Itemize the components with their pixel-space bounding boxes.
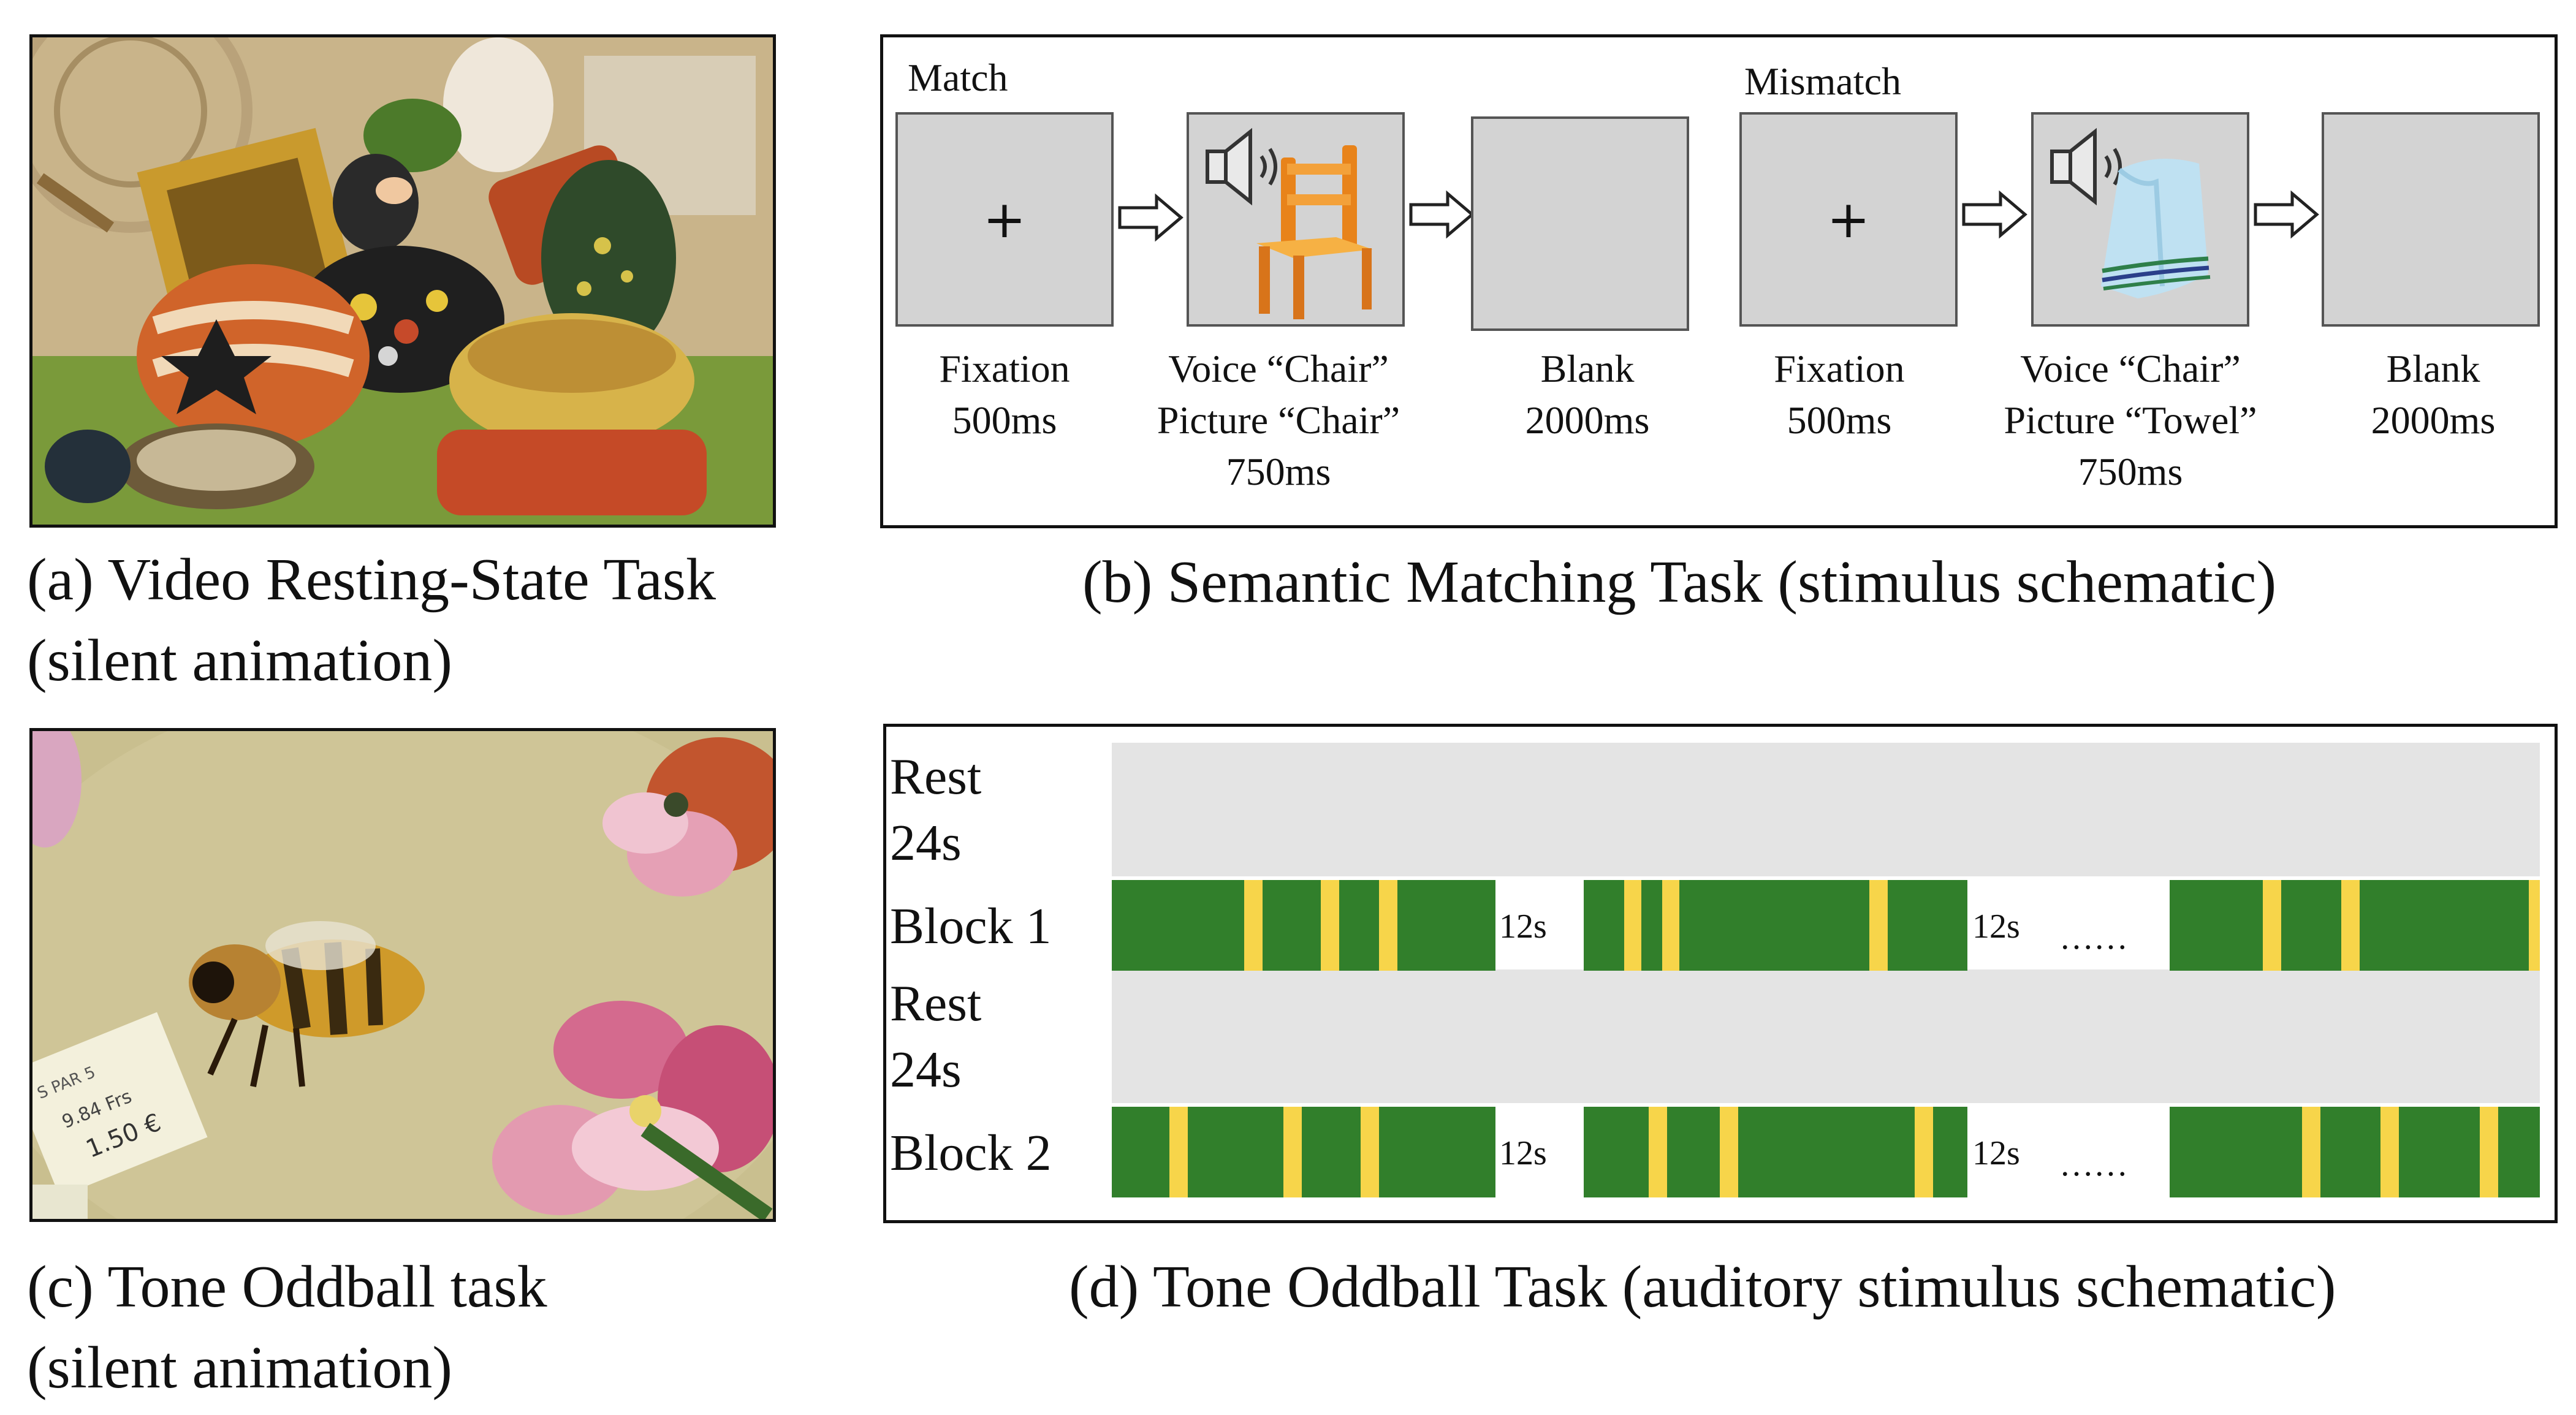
mismatch-voice-picture-screen [2031,112,2249,327]
mismatch-voice-label: Voice “Chair” Picture “Towel” 750ms [2004,347,2257,493]
block2-deviant-tone [1915,1107,1933,1197]
block1-deviant-tone [2263,880,2281,971]
match-blank-label: Blank 2000ms [1525,347,1650,442]
mismatch-blank-label: Blank 2000ms [2371,347,2496,442]
rest-band-1 [1112,743,2540,876]
caption-c-line2: (silent animation) [27,1335,452,1401]
block1-deviant-tone [1624,880,1641,971]
mismatch-label: Mismatch [1744,59,1901,103]
block2-deviant-tone [1361,1107,1379,1197]
caption-b: (b) Semantic Matching Task (stimulus sch… [1082,549,2277,615]
block2-gap-label: 12s [1499,1134,1547,1172]
price-tag: S PAR 5 9.84 Frs 1.50 € [32,1012,208,1197]
block2-deviant-tone [1649,1107,1667,1197]
towel-icon [2101,159,2211,298]
speaker-icon [1206,127,1277,206]
block1-deviant-tone [1869,880,1888,971]
block1-deviant-tone [1379,880,1397,971]
arrow-right-icon [1962,190,2027,239]
block1-tone-segment-1 [1112,880,1495,971]
mismatch-blank-screen [2322,112,2540,327]
bee-and-flowers-illustration: S PAR 5 9.84 Frs 1.50 € [32,731,773,1219]
match-voice-label: Voice “Chair” Picture “Chair” 750ms [1157,347,1400,493]
block-2-label: Block 2 [890,1125,1052,1182]
match-fixation-label: Fixation 500ms [939,347,1070,442]
block2-tone-segment-3 [2170,1107,2540,1197]
caption-d: (d) Tone Oddball Task (auditory stimulus… [1069,1254,2336,1320]
fixation-cross: + [982,189,1027,249]
arrow-right-icon [1118,193,1184,242]
block-1-label: Block 1 [890,898,1052,955]
block1-deviant-tone [1662,880,1679,971]
match-voice-picture-screen [1187,112,1405,327]
match-fixation-screen: + [895,112,1114,327]
block1-deviant-tone [2341,880,2360,971]
mismatch-fixation-screen: + [1739,112,1958,327]
caption-a-line2: (silent animation) [27,628,452,694]
bee-illustration [189,921,425,1087]
caption-c-line1: (c) Tone Oddball task [27,1254,547,1320]
caption-a: (a) Video Resting-State Task (silent ani… [27,539,716,701]
block1-deviant-tone [1244,880,1263,971]
caption-c: (c) Tone Oddball task (silent animation) [27,1246,547,1408]
mismatch-fixation-label: Fixation 500ms [1774,347,1905,442]
block2-deviant-tone [2302,1107,2320,1197]
fixation-cross: + [1826,189,1871,249]
match-blank-screen [1471,116,1689,331]
semantic-matching-schematic [880,34,2558,528]
block2-deviant-tone [2480,1107,2498,1197]
caption-a-line1: (a) Video Resting-State Task [27,547,716,613]
speaker-icon [2050,127,2122,206]
rest-1-label: Rest 24s [890,748,982,871]
block1-deviant-tone [1321,880,1339,971]
block1-gap-label: 12s [1499,908,1547,946]
block1-tone-segment-2 [1584,880,1967,971]
block2-deviant-tone [1283,1107,1302,1197]
arrow-right-icon [2254,190,2319,239]
chair-icon [1256,145,1373,319]
resting-state-animation-image [29,34,776,528]
rest-band-2 [1112,969,2540,1103]
cartoon-clutter-illustration [32,37,773,525]
block1-ellipsis: …… [2059,919,2128,957]
block2-tone-segment-2 [1584,1107,1967,1197]
block2-deviant-tone [1169,1107,1188,1197]
block2-deviant-tone [2380,1107,2399,1197]
block2-gap-label: 12s [1972,1134,2020,1172]
match-label: Match [908,56,1008,99]
block1-deviant-tone [2529,880,2540,971]
rest-2-label: Rest 24s [890,975,982,1098]
speaker-and-chair-icon [1206,127,1373,319]
block1-gap-label: 12s [1972,908,2020,946]
arrow-right-icon [1409,190,1475,239]
block2-deviant-tone [1720,1107,1738,1197]
speaker-and-towel-icon [2050,127,2211,298]
block2-ellipsis: …… [2059,1145,2128,1183]
tone-oddball-animation-image: S PAR 5 9.84 Frs 1.50 € [29,728,776,1222]
